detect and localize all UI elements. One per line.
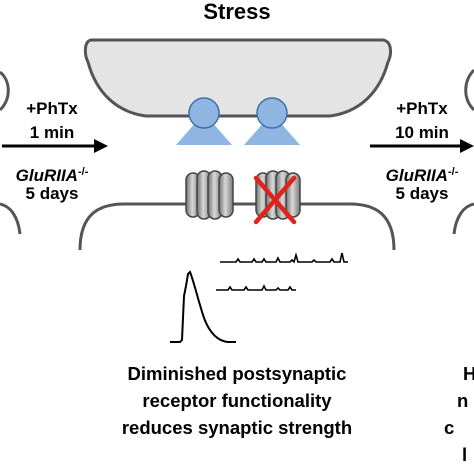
left-duration-label: 5 days <box>25 184 79 203</box>
neighbor-postsynaptic-right <box>452 202 474 235</box>
release-site-left <box>176 97 232 145</box>
presynaptic-terminal <box>83 38 392 118</box>
postsynaptic-membrane <box>78 202 396 251</box>
left-drug-label: +PhTx <box>26 99 78 118</box>
right-edge-text-2: n <box>457 390 469 411</box>
right-edge-text-4: l <box>462 444 468 465</box>
arrow-left-condition <box>2 139 108 153</box>
figure-title: Stress <box>203 0 271 24</box>
right-time-label: 10 min <box>395 123 449 142</box>
block-cross-icon <box>253 175 297 225</box>
neighbor-presynaptic-right <box>464 68 474 112</box>
right-drug-label: +PhTx <box>396 99 448 118</box>
evoked-response-trace <box>170 270 236 343</box>
left-genotype-name: GluRIIA <box>15 166 78 185</box>
neighbor-postsynaptic-left <box>0 202 22 235</box>
caption-line-2: receptor functionality <box>142 390 332 411</box>
caption-line-3: reduces synaptic strength <box>121 417 353 438</box>
glutamate-receptor-functional <box>185 170 234 220</box>
mini-trace-top <box>220 252 348 264</box>
right-duration-label: 5 days <box>395 184 449 203</box>
release-site-right <box>244 97 300 145</box>
left-genotype-label: GluRIIA-/- <box>0 162 104 186</box>
mini-trace-bottom <box>216 284 296 291</box>
neighbor-presynaptic-left <box>0 70 10 112</box>
arrow-right-condition <box>370 139 474 153</box>
left-genotype-superscript: -/- <box>77 166 89 178</box>
right-genotype-name: GluRIIA <box>385 166 448 185</box>
right-genotype-superscript: -/- <box>447 166 459 178</box>
right-genotype-label: GluRIIA-/- <box>370 162 474 186</box>
left-time-label: 1 min <box>29 123 75 142</box>
caption-line-1: Diminished postsynaptic <box>127 363 347 384</box>
caption: Diminished postsynaptic receptor functio… <box>0 360 474 441</box>
right-edge-text-1: H <box>463 363 474 384</box>
right-edge-text-3: c <box>444 417 455 438</box>
